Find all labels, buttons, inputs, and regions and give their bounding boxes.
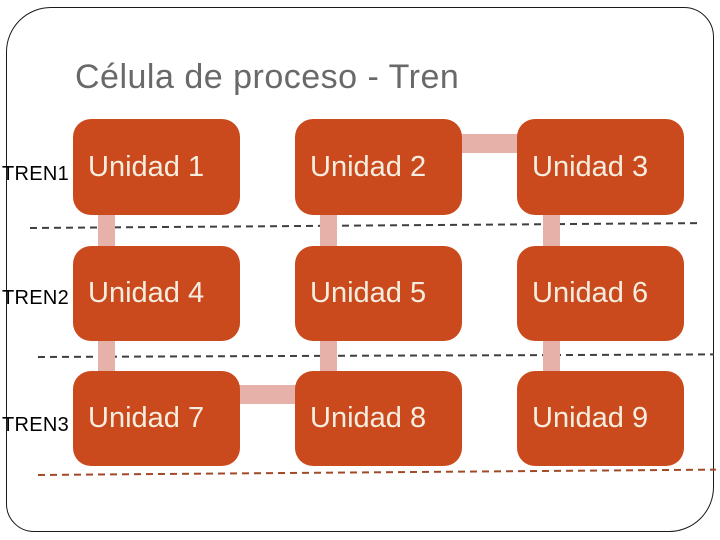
- unit-box-2[interactable]: Unidad 2: [295, 119, 462, 215]
- unit-box-9-label: Unidad 9: [532, 402, 649, 434]
- unit-box-5-label: Unidad 5: [310, 277, 427, 309]
- unit-box-7-label: Unidad 7: [88, 402, 205, 434]
- unit-box-8-label: Unidad 8: [310, 402, 427, 434]
- connector-unidad2-unidad5: [320, 211, 337, 251]
- unit-box-3[interactable]: Unidad 3: [517, 119, 684, 215]
- connector-unidad2-unidad3: [458, 134, 520, 153]
- unit-box-3-label: Unidad 3: [532, 150, 649, 183]
- connector-unidad6-unidad9: [543, 336, 560, 376]
- unit-box-6-label: Unidad 6: [532, 277, 649, 309]
- connector-unidad4-unidad7: [98, 336, 115, 376]
- unit-box-5[interactable]: Unidad 5: [295, 246, 462, 341]
- slide-title: Célula de proceso - Tren: [75, 58, 460, 96]
- connector-unidad1-unidad4: [98, 211, 115, 251]
- slide-border: [6, 7, 714, 532]
- unit-box-2-label: Unidad 2: [310, 150, 427, 183]
- unit-box-7[interactable]: Unidad 7: [73, 371, 240, 466]
- unit-box-8[interactable]: Unidad 8: [295, 371, 462, 466]
- unit-box-1-label: Unidad 1: [88, 150, 205, 183]
- unit-box-1[interactable]: Unidad 1: [73, 119, 240, 215]
- row-label-tren3[interactable]: TREN3: [2, 414, 70, 436]
- unit-box-4[interactable]: Unidad 4: [73, 246, 240, 341]
- unit-box-9[interactable]: Unidad 9: [517, 371, 684, 466]
- unit-box-4-label: Unidad 4: [88, 277, 205, 309]
- unit-box-6[interactable]: Unidad 6: [517, 246, 684, 341]
- connector-unidad7-unidad8: [236, 385, 298, 404]
- row-label-tren2[interactable]: TREN2: [2, 287, 70, 309]
- connector-unidad3-unidad6: [543, 211, 560, 251]
- row-label-tren1[interactable]: TREN1: [2, 163, 70, 185]
- connector-unidad5-unidad8: [320, 336, 337, 376]
